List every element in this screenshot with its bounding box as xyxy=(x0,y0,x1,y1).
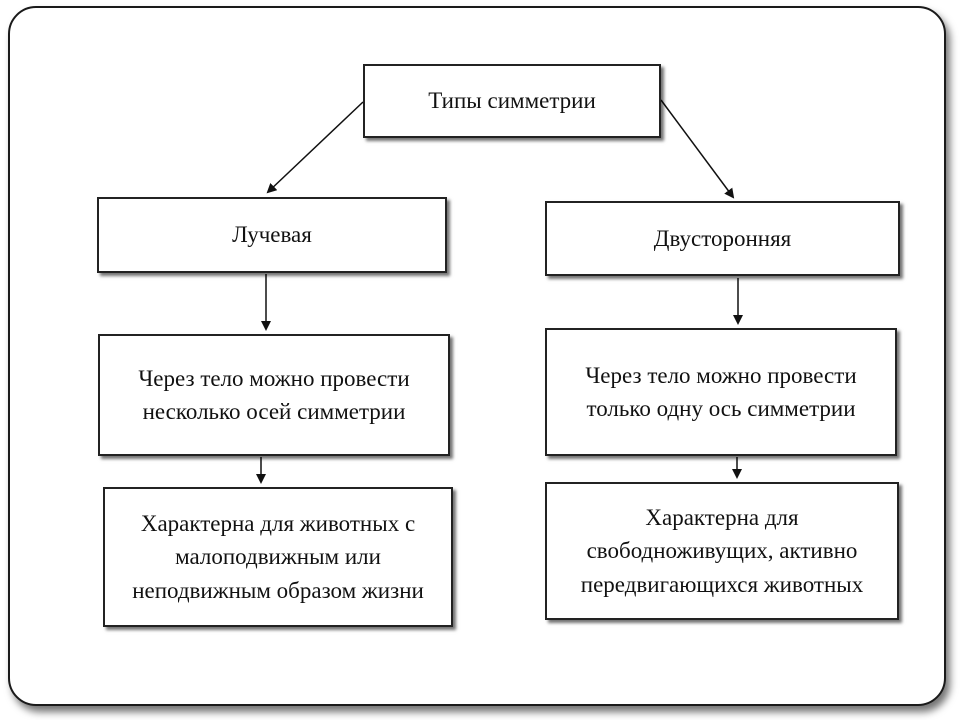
node-bilateral-symmetry: Двусторонняя xyxy=(545,201,900,276)
root-node-symmetry-types: Типы симметрии xyxy=(363,64,661,138)
node-bilateral-description: Через тело можно провести только одну ос… xyxy=(545,328,897,456)
node-bilateral-habitat: Характерна для свободноживущих, активно … xyxy=(545,482,899,620)
node-radial-habitat: Характерна для животных с малоподвижным … xyxy=(103,487,453,627)
node-radial-symmetry: Лучевая xyxy=(97,197,447,273)
node-radial-description: Через тело можно провести несколько осей… xyxy=(98,334,450,456)
